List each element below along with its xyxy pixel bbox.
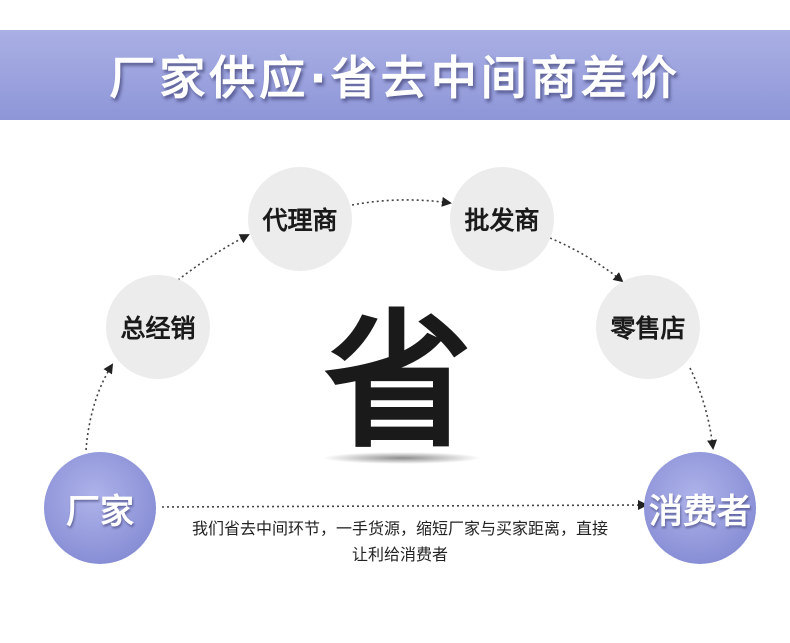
arrow-general-distributor-to-agent — [177, 234, 250, 281]
node-label: 厂家 — [66, 491, 134, 532]
center-char-shadow — [322, 452, 482, 464]
node-label: 批发商 — [464, 206, 540, 235]
node-consumer: 消费者 — [644, 452, 756, 564]
node-retail-store: 零售店 — [596, 275, 700, 379]
arrow-wholesaler-to-retail-store — [549, 237, 624, 283]
arrow-retail-store-to-consumer — [689, 367, 718, 450]
node-label: 消费者 — [649, 491, 751, 532]
node-general-distributor: 总经销 — [106, 275, 210, 379]
arrow-manufacturer-to-consumer — [161, 500, 648, 511]
node-wholesaler: 批发商 — [450, 167, 554, 271]
center-char: 省 — [324, 296, 472, 468]
banner-title: 厂家供应·省去中间商差价 — [109, 51, 681, 105]
node-label: 代理商 — [262, 206, 338, 235]
node-agent: 代理商 — [248, 167, 352, 271]
description-text: 我们省去中间环节，一手货源，缩短厂家与买家距离，直接让利给消费者 — [191, 519, 608, 564]
banner: 厂家供应·省去中间商差价 — [0, 30, 790, 120]
node-label: 零售店 — [610, 314, 686, 343]
node-manufacturer: 厂家 — [44, 452, 156, 564]
arrow-agent-to-wholesaler — [351, 196, 452, 207]
node-label: 总经销 — [120, 314, 196, 343]
arrow-manufacturer-to-general-distributor — [85, 363, 114, 451]
